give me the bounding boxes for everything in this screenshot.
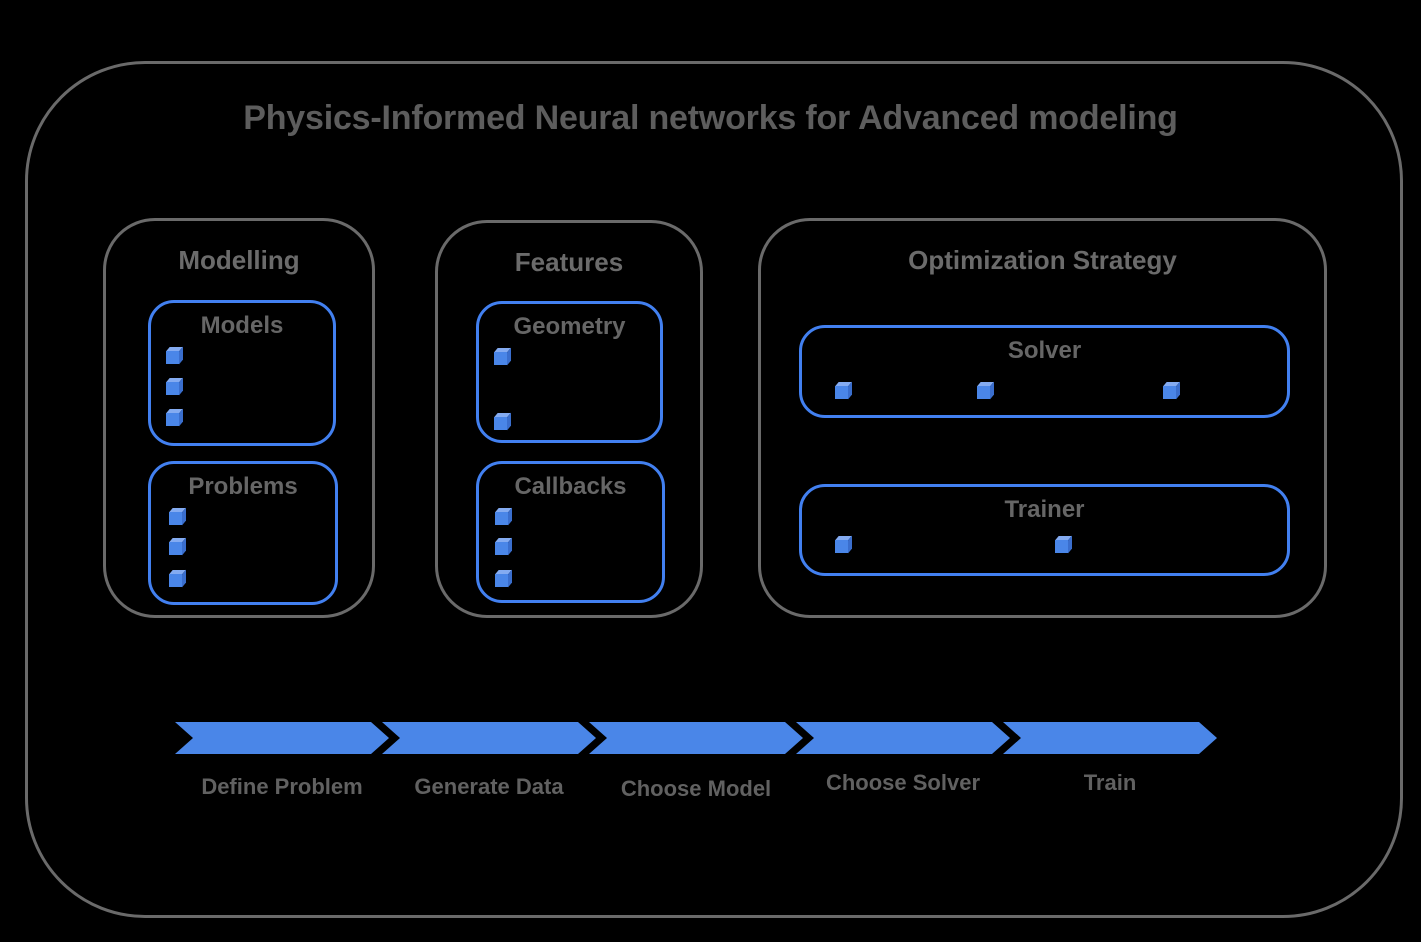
cube-icon <box>495 574 508 587</box>
flow-step-label-choose-model: Choose Model <box>620 776 772 801</box>
flow-step-label-choose-solver: Choose Solver <box>825 770 981 795</box>
flow-arrow-segment <box>589 722 803 754</box>
group-features-label: Features <box>514 247 624 277</box>
cube-icon <box>169 512 182 525</box>
box-solver-items <box>802 328 1287 415</box>
flow-arrow <box>175 722 1217 754</box>
box-callbacks: Callbacks <box>476 461 665 603</box>
cube-icon <box>1163 386 1176 399</box>
group-modelling-label: Modelling <box>178 245 300 275</box>
flow-step-label-define-problem: Define Problem <box>201 774 363 799</box>
cube-icon <box>835 540 848 553</box>
flow-step-label-train: Train <box>1083 770 1137 795</box>
box-problems: Problems <box>148 461 338 605</box>
box-models-label: Models <box>200 312 284 339</box>
flow-arrow-segment <box>382 722 596 754</box>
box-solver-label: Solver <box>1007 337 1082 364</box>
cube-icon <box>166 413 179 426</box>
box-models: Models <box>148 300 336 446</box>
box-callbacks-label: Callbacks <box>514 473 627 500</box>
cube-icon <box>166 382 179 395</box>
cube-icon <box>835 386 848 399</box>
flow-arrow-segment <box>1003 722 1217 754</box>
group-features: Features Geometry Callbacks <box>435 220 703 618</box>
cube-icon <box>166 351 179 364</box>
cube-icon <box>169 574 182 587</box>
box-solver: Solver <box>799 325 1290 418</box>
box-geometry-label: Geometry <box>513 313 626 340</box>
cube-icon <box>169 542 182 555</box>
cube-icon <box>495 542 508 555</box>
box-callbacks-items <box>479 464 662 600</box>
cube-icon <box>494 417 507 430</box>
cube-icon <box>495 512 508 525</box>
box-geometry: Geometry <box>476 301 663 443</box>
box-geometry-items <box>479 304 660 440</box>
box-models-items <box>151 303 333 443</box>
group-optimization-strategy-label: Optimization Strategy <box>908 245 1177 275</box>
box-problems-items <box>151 464 335 602</box>
box-problems-label: Problems <box>188 473 298 500</box>
box-trainer-items <box>802 487 1287 573</box>
box-trainer: Trainer <box>799 484 1290 576</box>
cube-icon <box>977 386 990 399</box>
flow-step-label-generate-data: Generate Data <box>414 774 564 799</box>
cube-icon <box>1055 540 1068 553</box>
cube-icon <box>494 352 507 365</box>
flow-arrow-segment <box>175 722 389 754</box>
group-optimization-strategy: Optimization Strategy Solver Trainer <box>758 218 1327 618</box>
box-trainer-label: Trainer <box>1004 496 1085 523</box>
group-modelling: Modelling Models Problems <box>103 218 375 618</box>
diagram-outer-frame <box>25 61 1403 918</box>
flow-arrow-segment <box>796 722 1010 754</box>
diagram-title: Physics-Informed Neural networks for Adv… <box>243 99 1178 137</box>
